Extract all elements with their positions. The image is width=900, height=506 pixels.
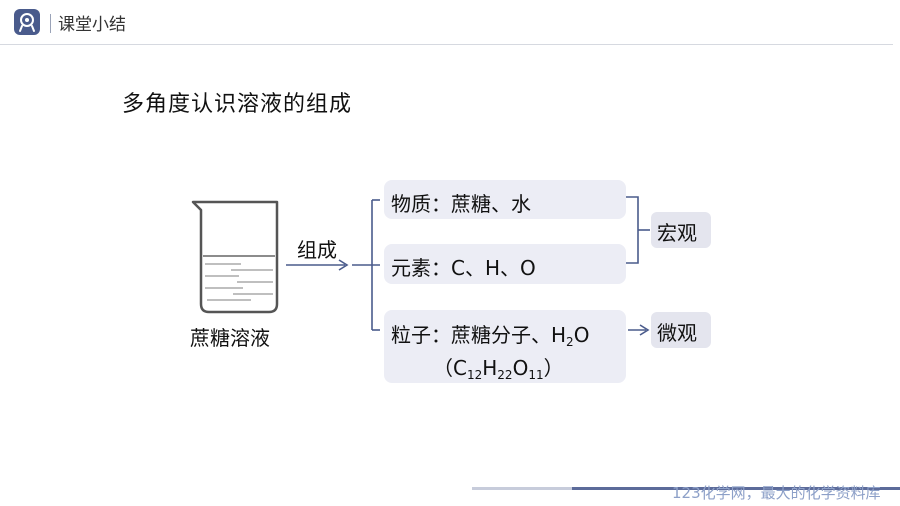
footer-line-dark (572, 487, 900, 490)
formula-close: ） (543, 356, 564, 380)
water-subscript: 2 (566, 335, 574, 349)
solution-label: 蔗糖溶液 (190, 326, 270, 350)
carbon-subscript: 12 (466, 368, 483, 382)
formula-open: （C (433, 356, 467, 380)
formula-hydrogen: H (482, 356, 498, 380)
relation-label: 组成 (297, 238, 337, 262)
footer-line-light (472, 487, 620, 490)
micro-tag: 微观 (651, 312, 711, 348)
header-divider (50, 14, 51, 33)
particle-label: 粒子：蔗糖分子、H2O (391, 319, 589, 348)
formula-oxygen: O (512, 356, 529, 380)
component-box-substance: 物质：蔗糖、水 (384, 180, 626, 219)
sucrose-formula: （C12H22O11） (433, 352, 564, 381)
oxygen-subscript: 11 (528, 368, 544, 382)
component-label: 物质：蔗糖、水 (391, 192, 531, 216)
header-underline (0, 44, 893, 45)
macro-tag: 宏观 (651, 212, 711, 248)
component-label: 元素：C、H、O (391, 256, 536, 280)
hydrogen-subscript: 22 (497, 368, 513, 382)
macro-tag-label: 宏观 (657, 221, 697, 245)
component-box-element: 元素：C、H、O (384, 244, 626, 284)
particle-prefix: 粒子：蔗糖分子、H (391, 323, 567, 347)
macro-bracket (626, 196, 639, 264)
watermark-text: 123化学网，最大的化学资料库 (672, 484, 881, 502)
main-arrow-head (338, 259, 349, 271)
component-box-particle: 粒子：蔗糖分子、H2O （C12H22O11） (384, 310, 626, 383)
particle-suffix: O (573, 323, 590, 347)
slide-heading: 多角度认识溶液的组成 (122, 92, 353, 117)
beaker-icon (191, 200, 279, 314)
app-logo-icon (14, 9, 40, 35)
header-bar: 课堂小结 (0, 0, 900, 45)
header-title: 课堂小结 (58, 15, 126, 35)
micro-tag-label: 微观 (657, 321, 697, 345)
micro-arrow-head (639, 324, 650, 336)
